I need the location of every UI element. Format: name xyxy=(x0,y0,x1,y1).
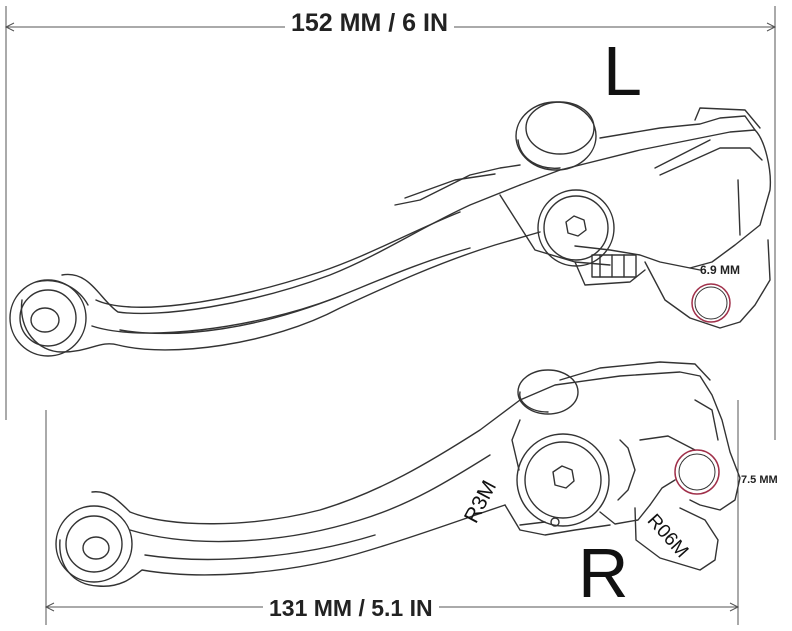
right-hole-dimension: 7.5 MM xyxy=(741,474,778,486)
right-side-label: R xyxy=(578,534,629,612)
left-hole-dimension: 6.9 MM xyxy=(700,263,741,277)
right-lever xyxy=(55,361,741,587)
left-lever xyxy=(9,101,772,357)
top-dimension-line xyxy=(4,6,777,440)
left-hole xyxy=(691,283,731,323)
bottom-dimension-line xyxy=(44,400,740,625)
right-hole xyxy=(674,449,720,495)
overall-length-label: 152 MM / 6 IN xyxy=(285,8,454,38)
lever-length-label: 131 MM / 5.1 IN xyxy=(263,593,439,623)
left-side-label: L xyxy=(603,32,642,110)
